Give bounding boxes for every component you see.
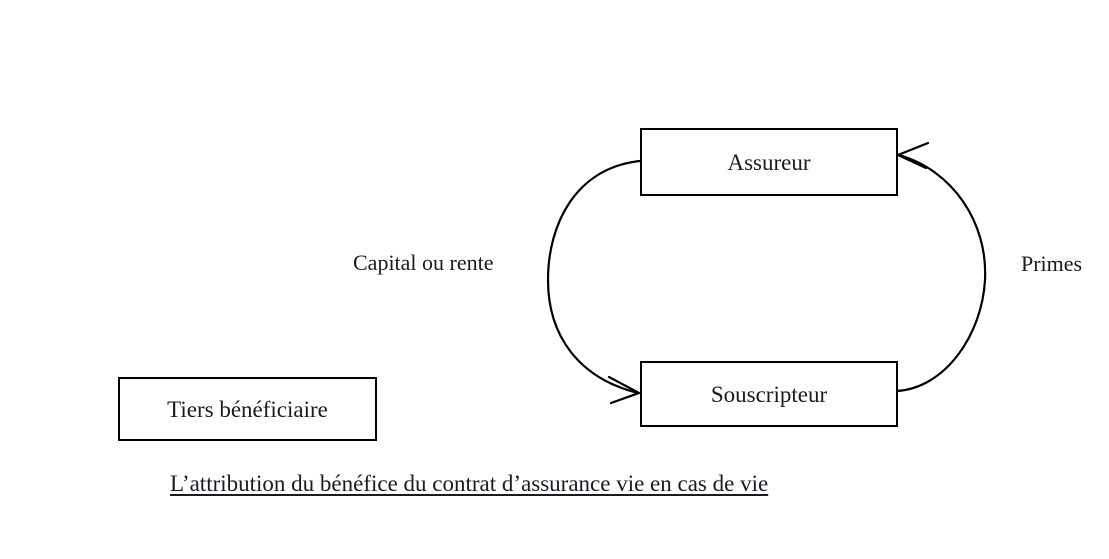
edge-capital-ou-rente-arrowhead: [607, 375, 641, 405]
diagram-caption: L’attribution du bénéfice du contrat d’a…: [170, 471, 769, 496]
node-souscripteur-label: Souscripteur: [710, 381, 828, 407]
edge-primes-arc: [895, 153, 987, 393]
node-tiers-beneficiaire-label: Tiers bénéficiaire: [167, 396, 328, 422]
node-assureur: Assureur: [640, 128, 898, 196]
node-assureur-label: Assureur: [727, 149, 811, 175]
edge-capital-ou-rente-arc: [546, 159, 642, 395]
edge-label-primes: Primes: [1021, 251, 1083, 276]
edge-label-capital-ou-rente: Capital ou rente: [353, 250, 494, 275]
node-souscripteur: Souscripteur: [640, 361, 898, 427]
node-tiers-beneficiaire: Tiers bénéficiaire: [118, 377, 377, 441]
edge-primes-arrowhead: [896, 141, 930, 170]
